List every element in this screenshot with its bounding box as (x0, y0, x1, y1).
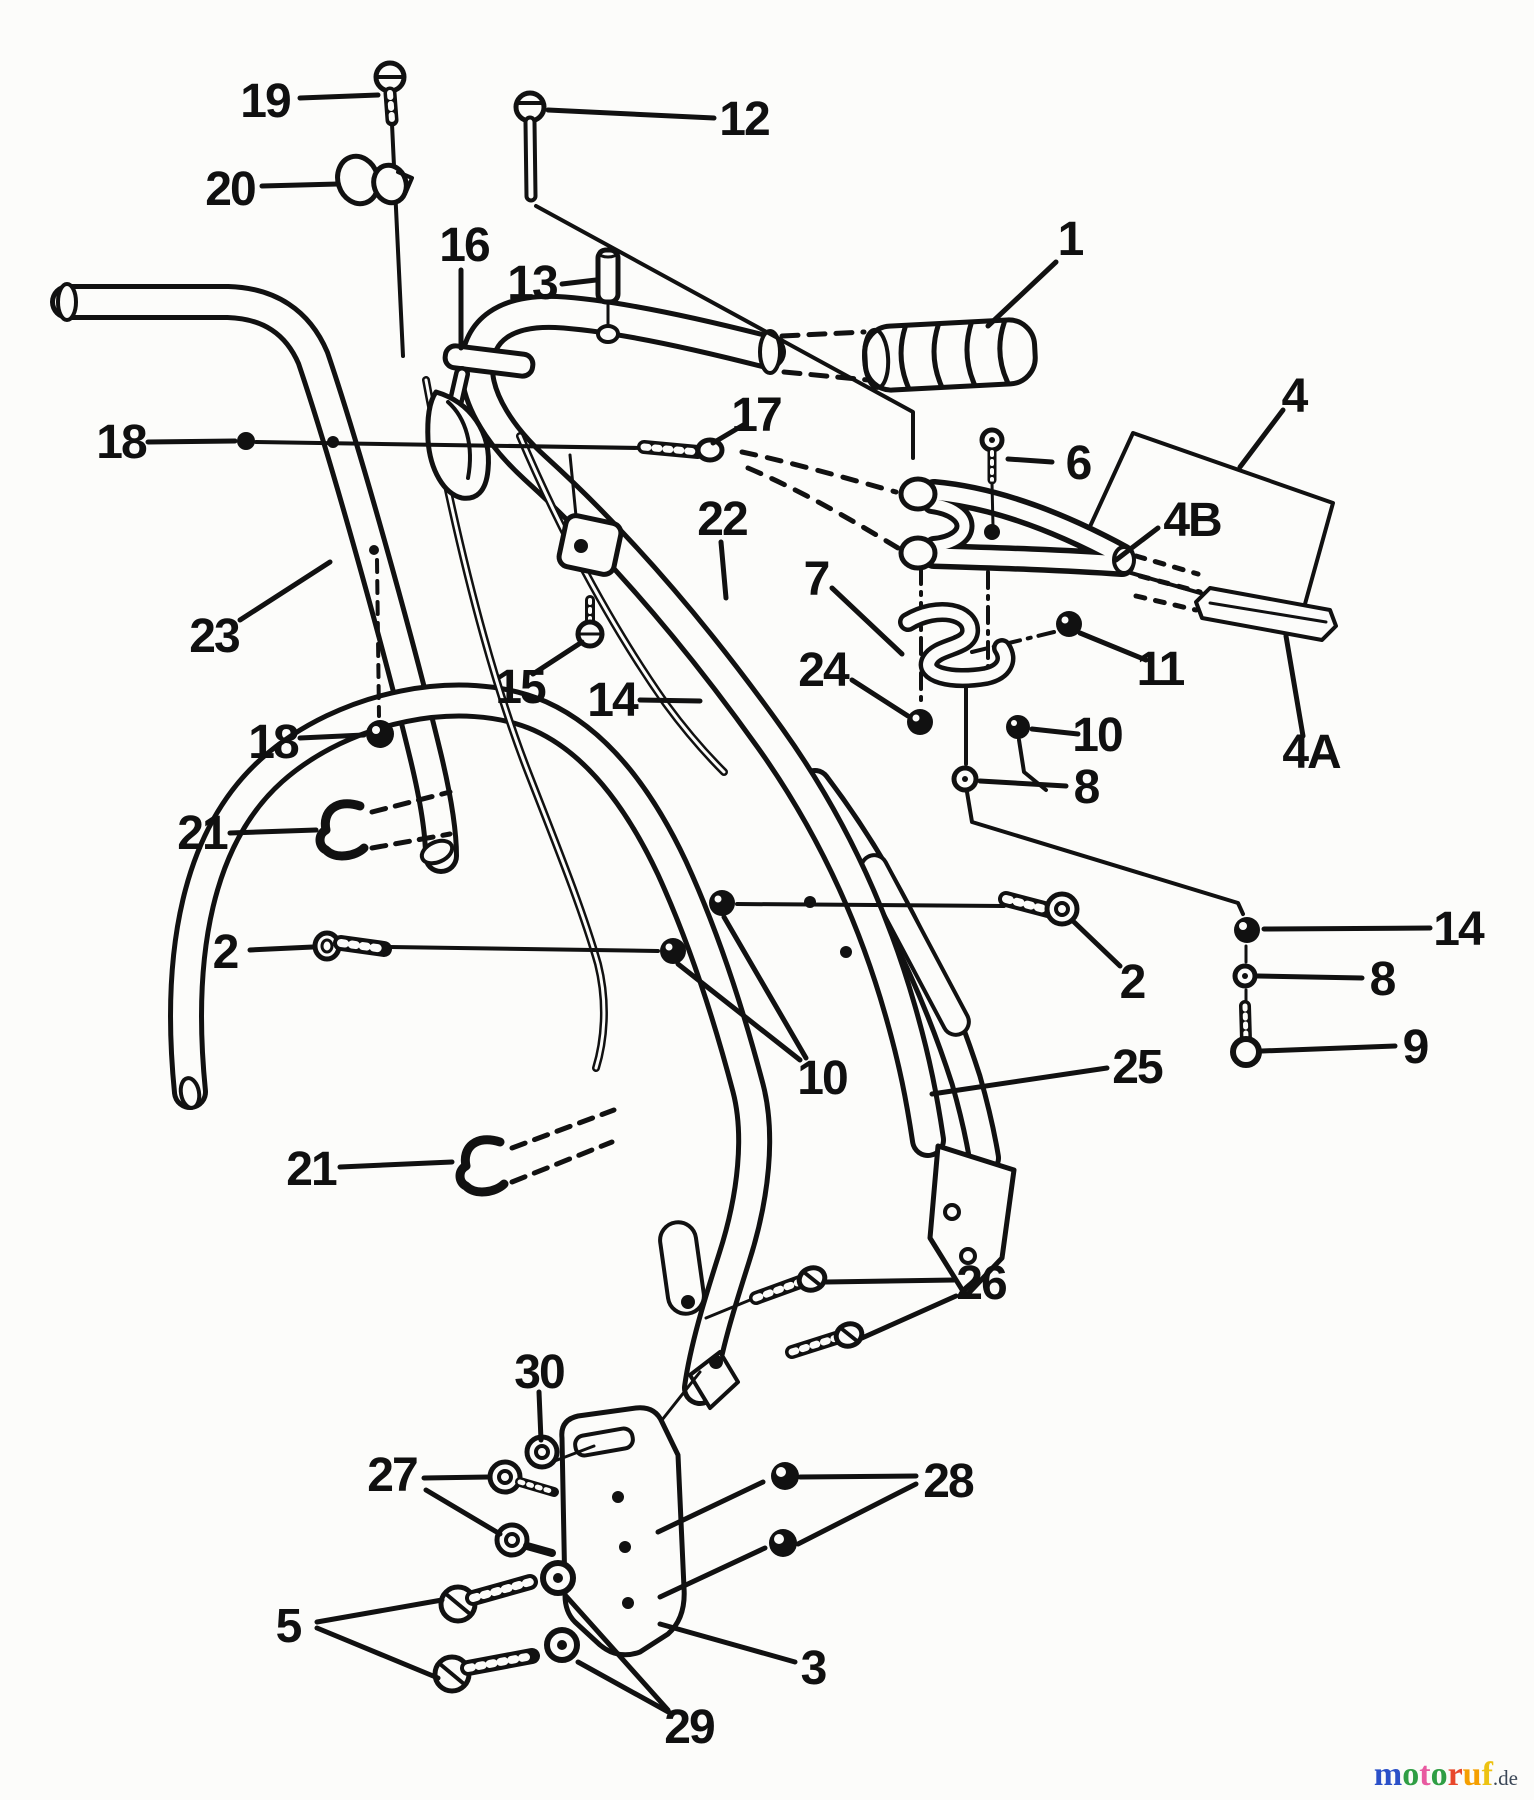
part-label-21-lower: 21 (286, 1143, 337, 1196)
logo-suffix: .de (1492, 1766, 1518, 1790)
washer-8-right (1232, 944, 1258, 989)
leader-lines (145, 92, 1433, 1717)
bolt-6 (979, 427, 1005, 528)
logo-letter: o (1402, 1756, 1420, 1793)
right-strut-end-tab (927, 1143, 1017, 1299)
motoruf-logo: motoruf.de (1374, 1758, 1518, 1792)
part-label-28: 28 (923, 1455, 974, 1508)
part-label-13: 13 (507, 257, 558, 310)
nuts-28 (769, 1462, 799, 1557)
logo-letter: m (1373, 1756, 1403, 1793)
part-label-20: 20 (205, 163, 256, 216)
bolt-2-left (312, 902, 1006, 962)
bolt-2-right (998, 891, 1080, 927)
logo-letter: o (1430, 1756, 1448, 1793)
washers-29 (540, 1560, 580, 1663)
part-label-8-middle: 8 (1073, 761, 1101, 814)
part-label-21-upper: 21 (177, 807, 228, 860)
bracket-7 (898, 566, 1016, 706)
part-label-24: 24 (798, 644, 849, 697)
part-label-8-right: 8 (1369, 953, 1397, 1006)
nuts-10-center (660, 890, 735, 964)
part-label-27: 27 (367, 1449, 418, 1502)
part-label-29: 29 (664, 1701, 715, 1754)
part-label-4B: 4B (1163, 494, 1222, 547)
hex-bolts-5 (432, 1574, 540, 1694)
part-label-6: 6 (1065, 437, 1093, 490)
shift-fork-lever-4B (898, 476, 1136, 577)
nut-10-right (1006, 715, 1048, 792)
part-label-22: 22 (697, 493, 748, 546)
part-label-14-right: 14 (1433, 903, 1484, 956)
roll-pin-13 (595, 247, 621, 344)
mount-bracket-3 (559, 1370, 702, 1658)
spacer-11 (970, 611, 1082, 654)
control-cable-14 (516, 432, 728, 776)
part-label-16: 16 (439, 219, 490, 272)
part-label-10-center: 10 (797, 1052, 848, 1105)
part-label-18-upper: 18 (96, 416, 147, 469)
lower-handle-hoop-25 (168, 682, 852, 1410)
upper-handle-left-tube-23 (50, 282, 459, 874)
part-label-14-center: 14 (587, 674, 638, 727)
part-label-25: 25 (1112, 1041, 1163, 1094)
bolts-27 (487, 1459, 559, 1558)
bolts-26 (704, 1265, 865, 1359)
cable-clamp-20 (335, 153, 414, 207)
part-label-11: 11 (1136, 643, 1186, 696)
part-label-5: 5 (275, 1600, 303, 1653)
screw-19 (373, 60, 407, 358)
lower-handle-right-leg-25 (798, 768, 1001, 1175)
part-label-2-right: 2 (1119, 956, 1147, 1009)
logo-letter: u (1462, 1756, 1482, 1793)
screw-9 (1230, 988, 1262, 1068)
washer-8-middle (951, 686, 1245, 916)
clip-21-upper (315, 789, 453, 861)
part-label-12: 12 (719, 93, 770, 146)
bolt-12 (513, 90, 915, 460)
logo-letter: t (1419, 1756, 1431, 1793)
cable-clamp-15 (556, 453, 624, 649)
part-label-23: 23 (189, 610, 240, 663)
part-label-19: 19 (240, 75, 291, 128)
part-label-2-left: 2 (212, 926, 240, 979)
part-label-7: 7 (803, 553, 831, 606)
bolt-18-upper (237, 432, 642, 450)
nut-14-right (1234, 917, 1260, 943)
part-label-10-right: 10 (1072, 709, 1123, 762)
control-cable-left (422, 376, 608, 1072)
shift-blade-4A (1133, 553, 1338, 642)
part-label-30: 30 (514, 1346, 565, 1399)
clip-21-lower (455, 1107, 617, 1197)
bolt-17 (637, 437, 901, 551)
part-label-4: 4 (1281, 370, 1309, 423)
handle-grip-1 (779, 317, 1038, 393)
part-label-18-lower: 18 (248, 716, 299, 769)
nut-18-lower (366, 545, 394, 748)
part-label-15: 15 (495, 661, 546, 714)
part-label-26: 26 (956, 1257, 1007, 1310)
nut-24 (907, 709, 933, 735)
logo-letter: f (1481, 1756, 1493, 1793)
logo-letter: r (1447, 1756, 1463, 1793)
part-label-1: 1 (1057, 213, 1085, 266)
part-label-17: 17 (731, 389, 782, 442)
part-label-3: 3 (800, 1642, 828, 1695)
part-label-4A: 4A (1282, 726, 1341, 779)
part-label-9: 9 (1402, 1021, 1430, 1074)
